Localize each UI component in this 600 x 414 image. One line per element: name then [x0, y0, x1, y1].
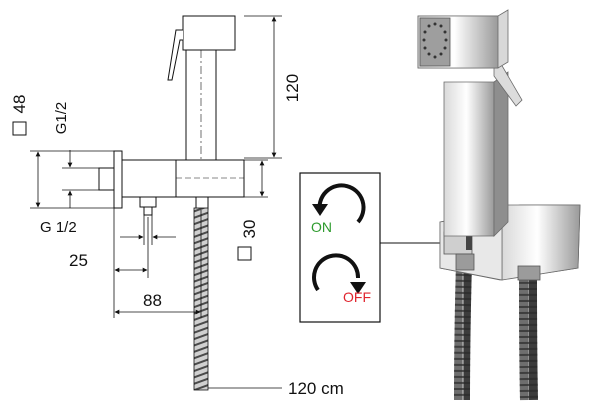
dim-120: 120	[283, 74, 302, 102]
drawing-outline	[98, 15, 245, 216]
dim-48: 48	[10, 95, 29, 114]
off-label: OFF	[343, 289, 371, 305]
product-render	[417, 9, 581, 401]
on-label: ON	[311, 219, 332, 235]
dim-30: 30	[240, 220, 259, 239]
square-symbol-30	[237, 246, 252, 261]
off-rotation-icon	[312, 253, 366, 294]
on-rotation-icon	[312, 183, 366, 224]
nozzle-holes	[422, 22, 448, 59]
dim-g12-horizontal: G 1/2	[40, 219, 77, 236]
dim-g12-vertical: G1/2	[53, 102, 70, 135]
dimension-lines	[30, 15, 282, 389]
square-symbol-48	[12, 121, 27, 136]
dim-25: 25	[69, 251, 88, 270]
valve-panel: ON OFF	[299, 172, 450, 323]
dim-88: 88	[143, 291, 162, 310]
dim-hose-length: 120 cm	[288, 379, 344, 398]
